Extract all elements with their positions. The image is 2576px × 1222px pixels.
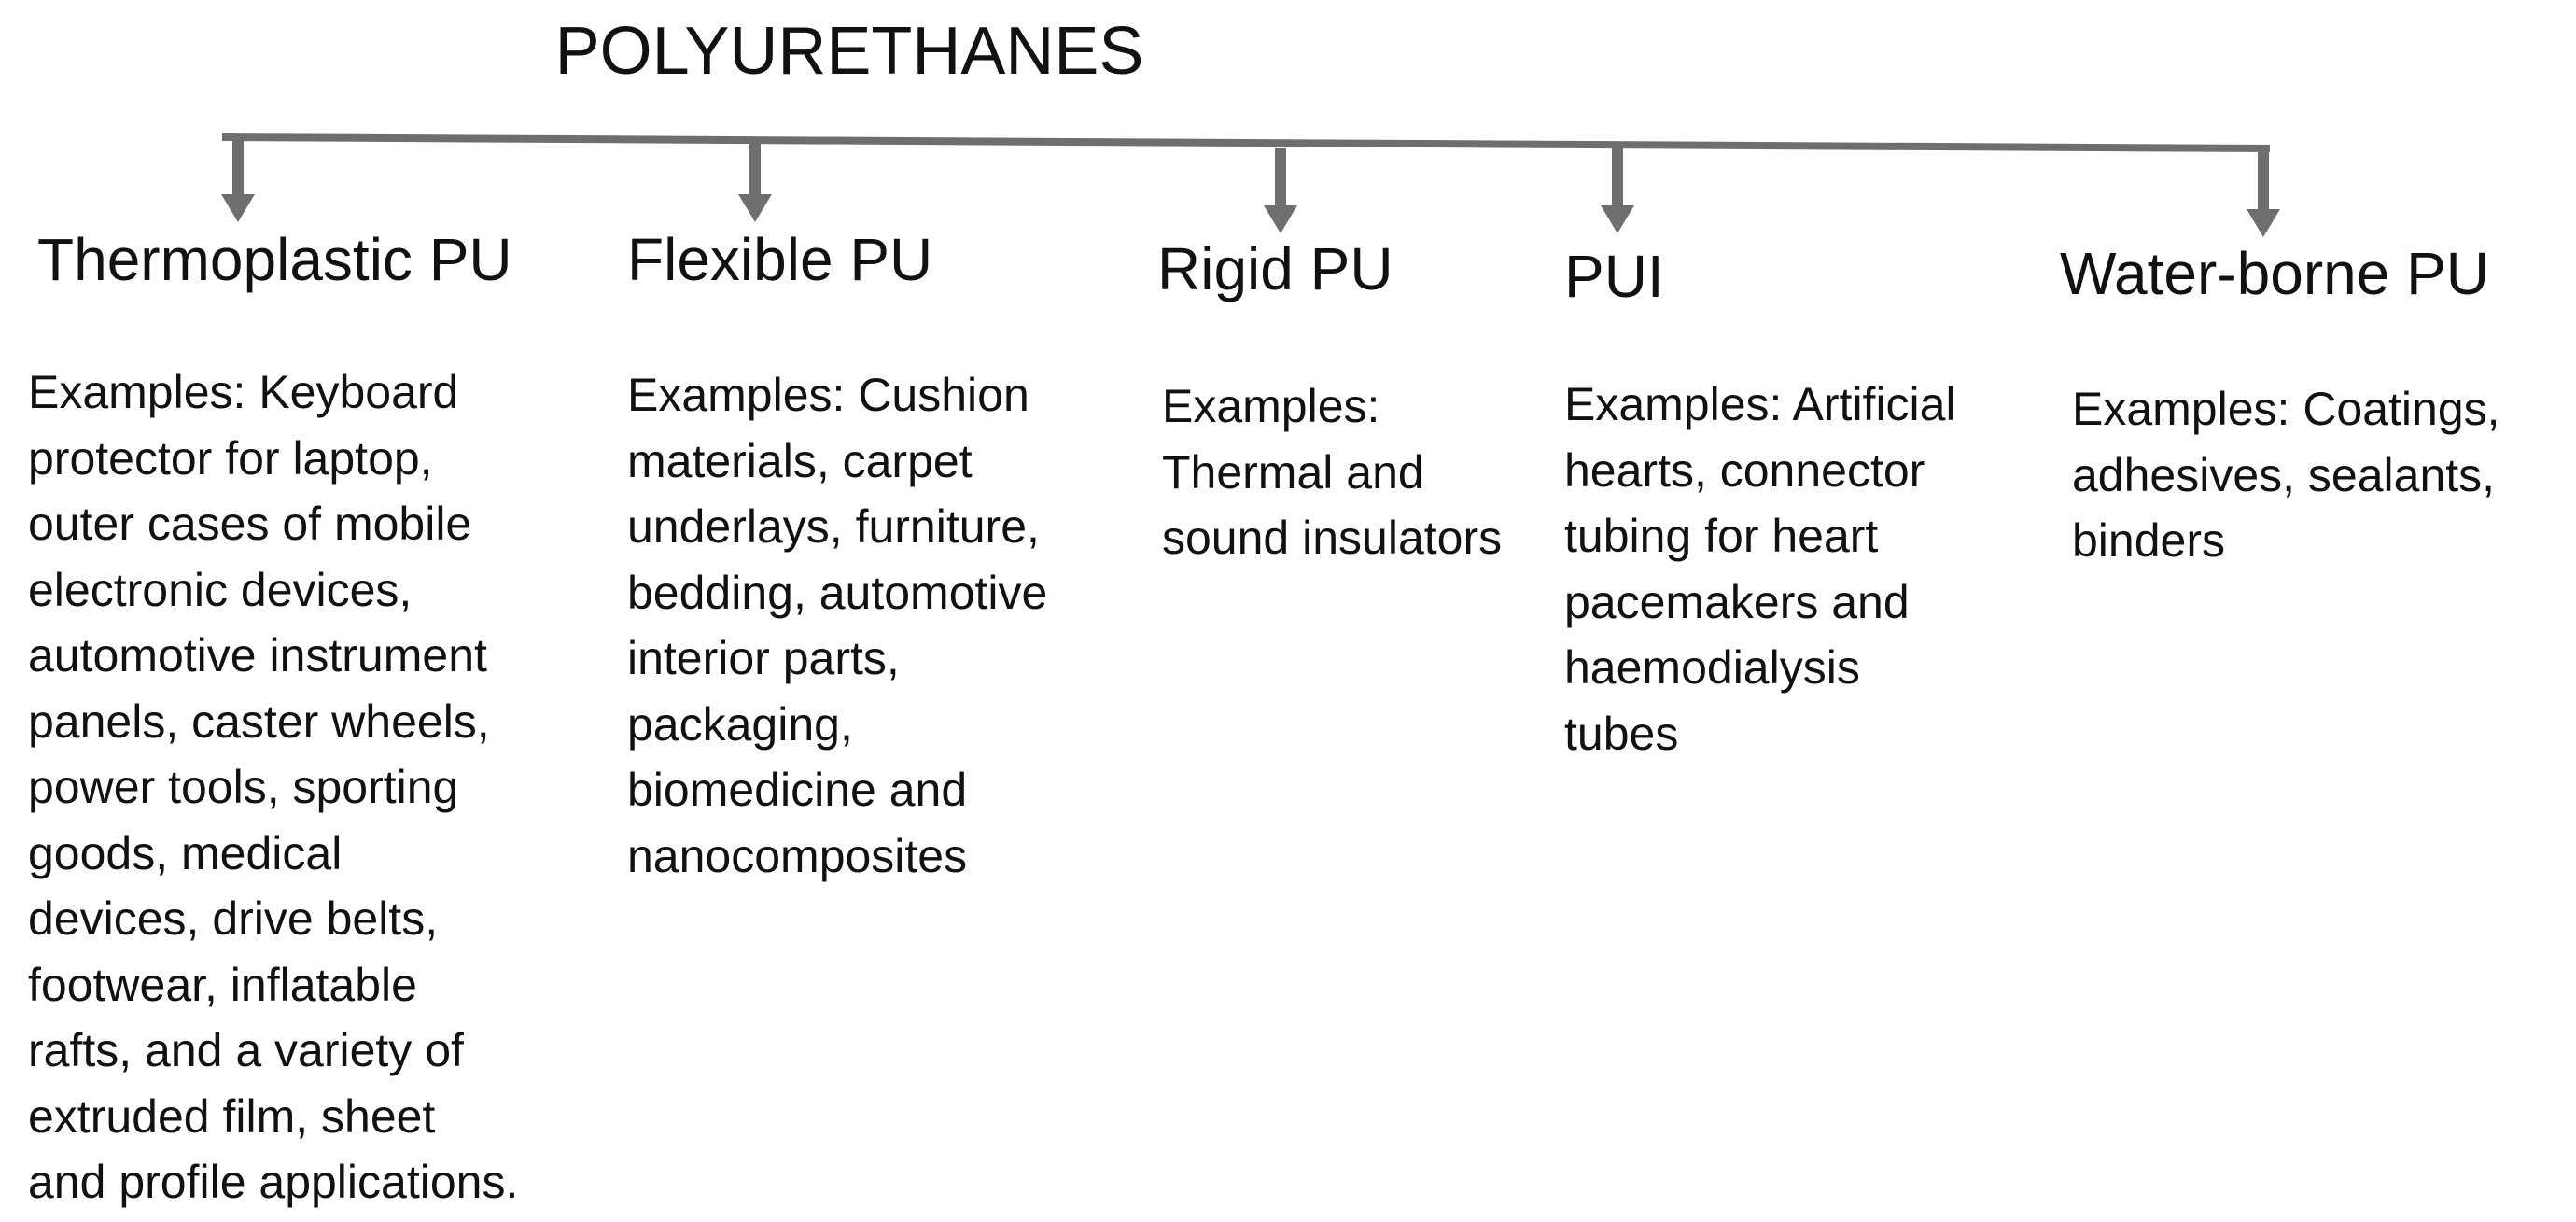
- arrow-thermoplastic: [221, 137, 255, 222]
- category-heading-thermoplastic: Thermoplastic PU: [37, 226, 512, 293]
- arrow-water-borne: [2247, 152, 2280, 237]
- examples-pui: Examples: Artificial hearts, connector t…: [1564, 378, 1956, 760]
- diagram-title: POLYURETHANES: [554, 14, 1144, 89]
- arrow-flexible: [738, 137, 772, 222]
- category-heading-rigid: Rigid PU: [1157, 235, 1393, 302]
- arrow-rigid: [1264, 148, 1297, 233]
- examples-thermoplastic: Examples: Keyboard protector for laptop,…: [28, 366, 519, 1208]
- category-heading-water-borne: Water-borne PU: [2060, 240, 2489, 307]
- examples-rigid: Examples: Thermal and sound insulators: [1162, 380, 1503, 564]
- category-heading-pui: PUI: [1564, 243, 1664, 310]
- arrow-pui: [1601, 148, 1634, 233]
- category-heading-flexible: Flexible PU: [627, 226, 933, 293]
- examples-water-borne: Examples: Coatings, adhesives, sealants,…: [2072, 383, 2500, 567]
- horizontal-connector: [221, 133, 2271, 152]
- examples-flexible: Examples: Cushion materials, carpet unde…: [627, 369, 1048, 882]
